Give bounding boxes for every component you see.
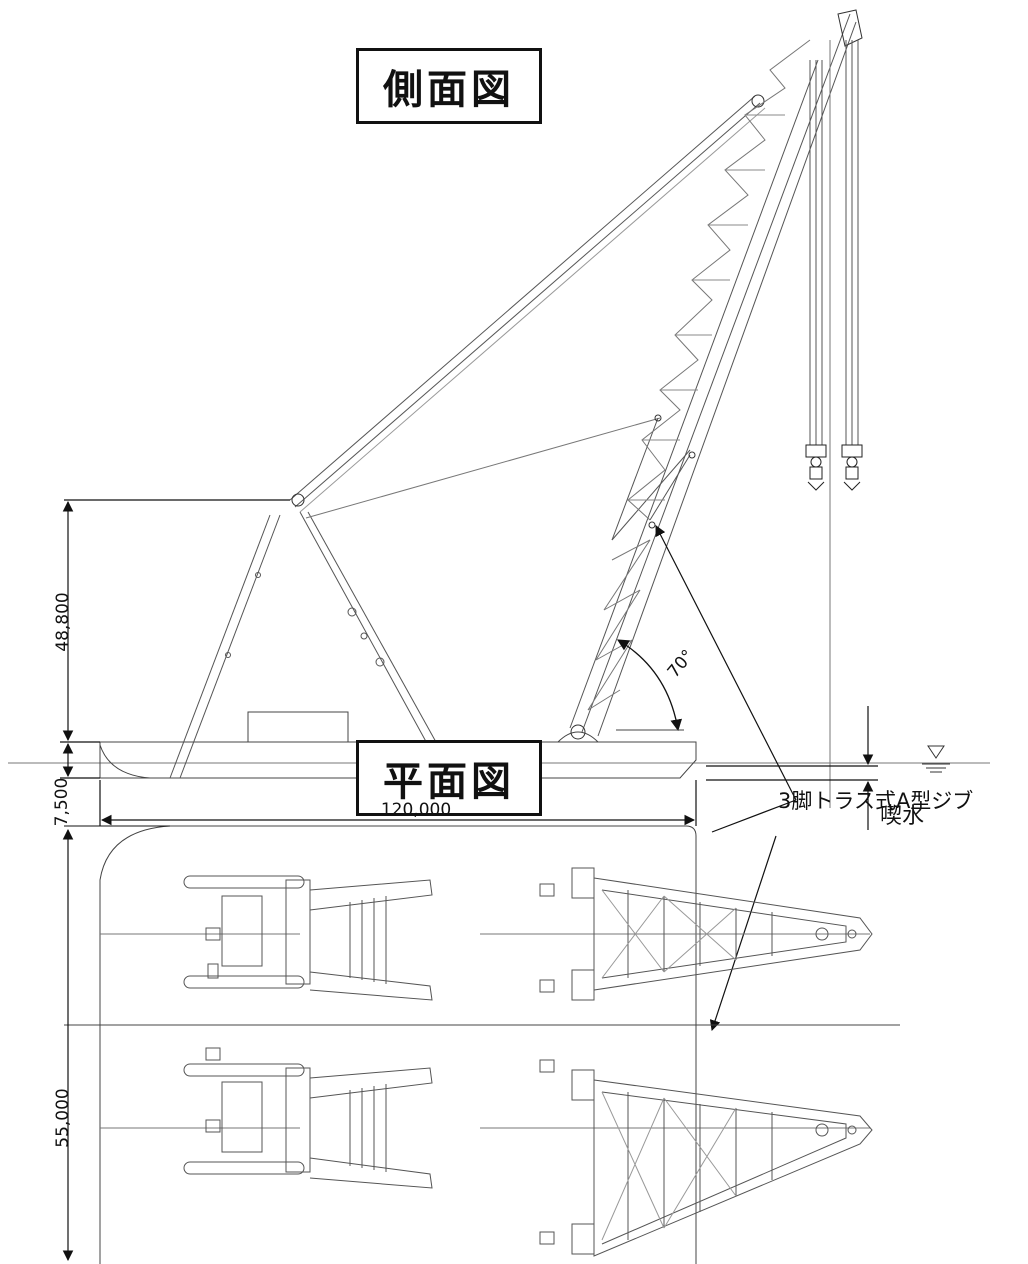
length-dimension-label: 120,000 (380, 800, 452, 820)
height-dimension-label: 48,800 (53, 592, 73, 652)
draft-label: 喫水 (880, 804, 925, 829)
angle-arc (616, 639, 683, 732)
plan-jib-top (539, 867, 873, 1001)
plan-view-title: 平面図 (356, 740, 542, 816)
barge-hull (99, 741, 697, 779)
plan-aframe-bottom (183, 1047, 433, 1189)
plan-view-drawing (64, 825, 900, 1264)
width-dimension-label: 55,000 (53, 1088, 73, 1148)
side-dimensions (60, 499, 878, 830)
jib-boom (557, 9, 863, 743)
water-level-symbol (922, 745, 950, 773)
depth-dimension-label: 7,500 (52, 777, 72, 827)
plan-jib-bottom (539, 1059, 873, 1257)
hook-blocks (805, 444, 863, 491)
plan-hull (99, 825, 697, 1264)
hoist-ropes (809, 40, 859, 808)
side-view-title: 側面図 (356, 48, 542, 124)
plan-aframe-top (183, 875, 433, 1001)
jib-type-label: 3脚トラス式A型ジブ (778, 789, 974, 813)
a-frame (169, 511, 457, 779)
deck-house (247, 711, 349, 743)
pendant-line (305, 417, 661, 519)
jib-callout (655, 525, 797, 1032)
side-view-drawing (8, 9, 990, 808)
backstay (289, 94, 766, 513)
